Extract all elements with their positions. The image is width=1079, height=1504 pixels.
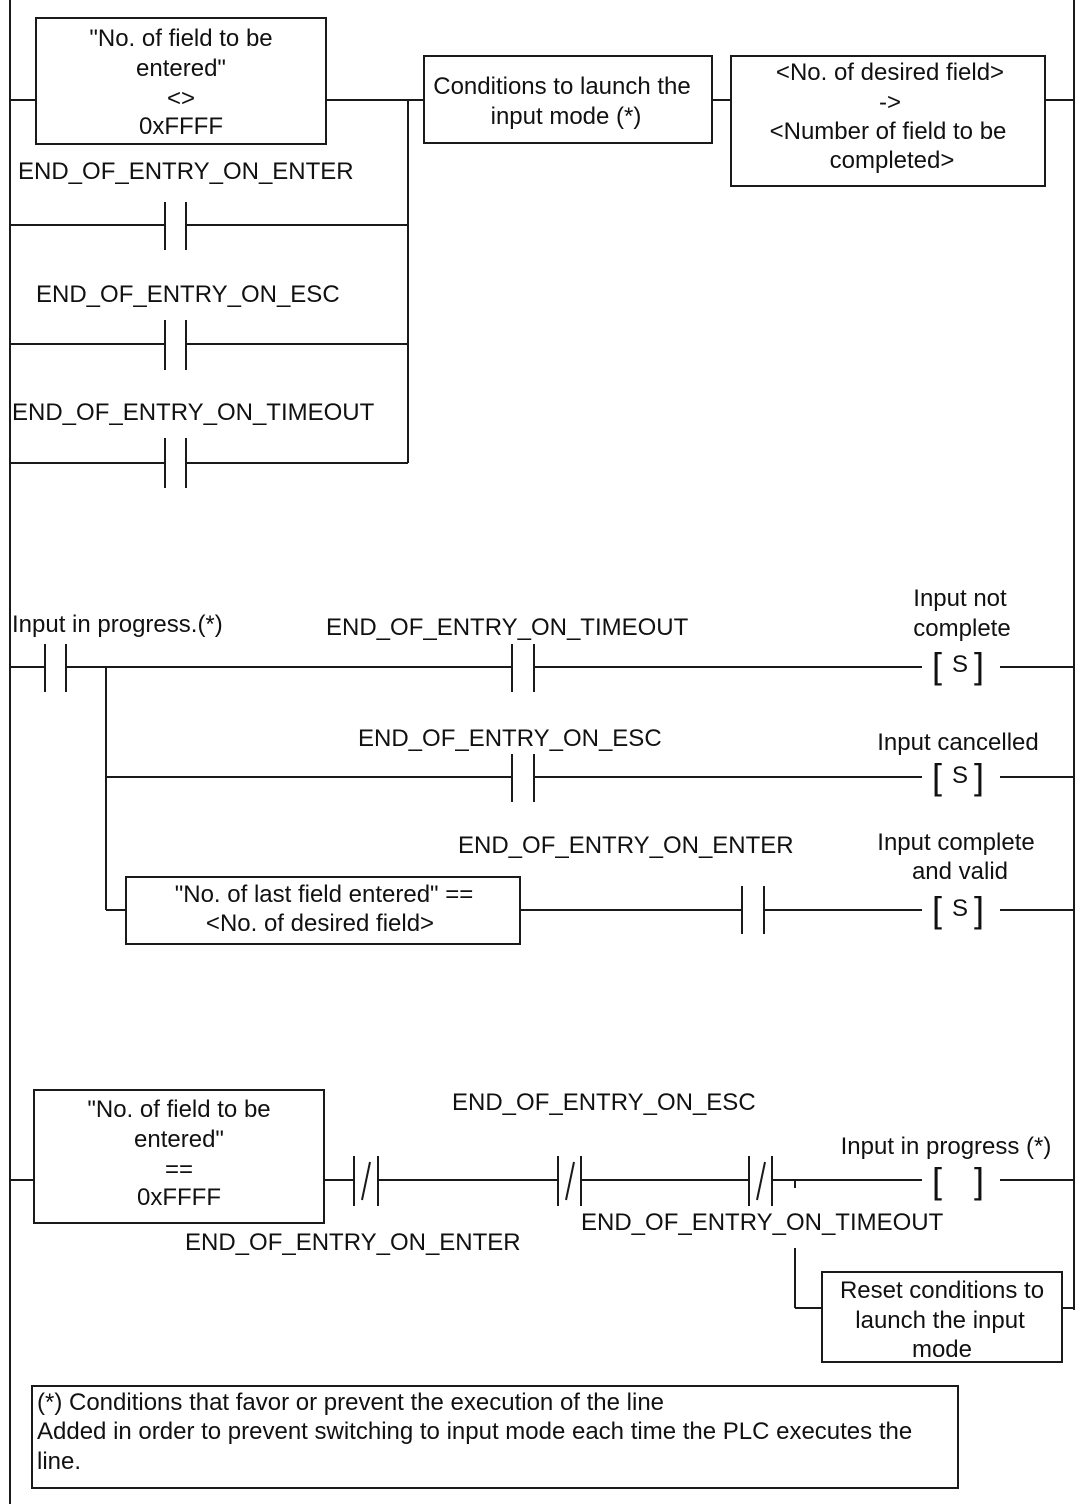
rung1-condition-line1: "No. of field to be xyxy=(89,25,272,52)
rung2-contact-enter-label: END_OF_ENTRY_ON_ENTER xyxy=(458,832,794,859)
footnote: (*) Conditions that favor or prevent the… xyxy=(31,1385,959,1489)
rung1-assign-line2: -> xyxy=(879,89,901,116)
rung3-condition-line3: == xyxy=(165,1156,193,1183)
rung2-compare-line2: <No. of desired field> xyxy=(206,910,434,937)
rung2-coil1-bracket-right: ] xyxy=(974,645,984,686)
rung1-condition-line4: 0xFFFF xyxy=(139,113,223,140)
rung3-nc3-slash xyxy=(756,1161,766,1201)
rung1-assign-line1: <No. of desired field> xyxy=(776,59,1004,86)
rung2-coil1-bracket-left: [ xyxy=(932,645,942,686)
rung2-coil1-line2: complete xyxy=(913,615,1010,642)
rung1-assign-line4: completed> xyxy=(830,147,955,174)
rung2-coil2-letter: S xyxy=(952,762,968,789)
rung2-contact-timeout-label: END_OF_ENTRY_ON_TIMEOUT xyxy=(326,614,689,641)
rung2-coil2-bracket-right: ] xyxy=(974,756,984,797)
rung1-condition-box xyxy=(35,17,327,145)
rung3-condition-line2: entered" xyxy=(134,1126,224,1153)
rung3-reset-box xyxy=(821,1271,1063,1363)
rung-2: Input in progress.(*) END_OF_ENTRY_ON_TI… xyxy=(10,585,1074,945)
rung3-condition-line4: 0xFFFF xyxy=(137,1184,221,1211)
rung1-contact-timeout-label: END_OF_ENTRY_ON_TIMEOUT xyxy=(12,399,375,426)
rung1-contact-enter-label: END_OF_ENTRY_ON_ENTER xyxy=(18,158,354,185)
rung2-coil3-bracket-right: ] xyxy=(974,889,984,930)
rung1-condition-line3: <> xyxy=(167,85,195,112)
footnote-box xyxy=(31,1385,959,1489)
rung3-nc2-slash xyxy=(565,1161,575,1201)
rung3-condition-line1: "No. of field to be xyxy=(87,1096,270,1123)
rung3-reset-line2: launch the input xyxy=(855,1307,1025,1334)
rung1-launch-box xyxy=(423,55,713,144)
rung1-assign-box xyxy=(730,55,1046,187)
rung2-coil2-line1: Input cancelled xyxy=(877,729,1038,756)
rung2-coil1-line1: Input not xyxy=(913,585,1007,612)
rung2-contact-esc-label: END_OF_ENTRY_ON_ESC xyxy=(358,725,662,752)
rung3-reset-line1: Reset conditions to xyxy=(840,1277,1044,1304)
rung-1: "No. of field to be entered" <> 0xFFFF E… xyxy=(10,17,1074,488)
rung3-coil-line1: Input in progress (*) xyxy=(841,1133,1052,1160)
rung1-launch-line1: Conditions to launch the xyxy=(433,73,691,100)
rung2-coil3-bracket-left: [ xyxy=(932,889,942,930)
rung1-contact-esc-label: END_OF_ENTRY_ON_ESC xyxy=(36,281,340,308)
rung3-nc1-slash xyxy=(361,1161,371,1201)
footnote-line1: (*) Conditions that favor or prevent the… xyxy=(37,1389,664,1416)
rung2-coil2-bracket-left: [ xyxy=(932,756,942,797)
rung3-nc-enter-label: END_OF_ENTRY_ON_ENTER xyxy=(185,1229,521,1256)
rung2-coil3-line1: Input complete xyxy=(877,829,1034,856)
rung1-condition-line2: entered" xyxy=(136,55,226,82)
rung3-nc-esc-label: END_OF_ENTRY_ON_ESC xyxy=(452,1089,756,1116)
rung3-reset-line3: mode xyxy=(912,1336,972,1363)
rung2-compare-line1: "No. of last field entered" == xyxy=(175,881,474,908)
rung2-input-in-progress-label: Input in progress.(*) xyxy=(12,611,223,638)
rung3-nc-timeout-label: END_OF_ENTRY_ON_TIMEOUT xyxy=(581,1209,944,1236)
rung2-coil3-letter: S xyxy=(952,895,968,922)
rung1-launch-line2: input mode (*) xyxy=(491,103,642,130)
rung2-coil3-line2: and valid xyxy=(912,858,1008,885)
footnote-line2: Added in order to prevent switching to i… xyxy=(37,1418,912,1445)
footnote-line3: line. xyxy=(37,1448,81,1475)
rung1-assign-line3: <Number of field to be xyxy=(770,118,1007,145)
rung-3: "No. of field to be entered" == 0xFFFF E… xyxy=(10,1089,1074,1363)
rung3-coil-bracket-right: ] xyxy=(974,1160,984,1201)
rung3-coil-bracket-left: [ xyxy=(932,1160,942,1201)
rung2-coil1-letter: S xyxy=(952,651,968,678)
rung3-condition-box xyxy=(33,1089,325,1224)
